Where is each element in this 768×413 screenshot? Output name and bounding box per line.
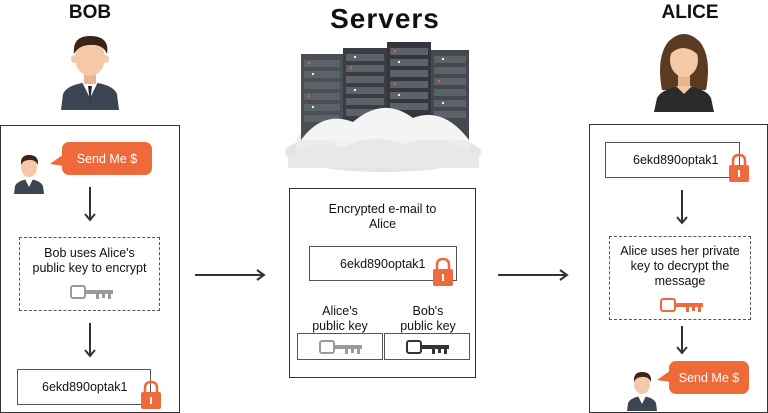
bob-key-label-line1: Bob's (412, 304, 444, 318)
bob-message-text: Send Me $ (76, 151, 138, 166)
arrow-down-icon (84, 187, 96, 222)
bubble-tail-icon (50, 154, 64, 166)
alice-private-key-icon (660, 298, 703, 312)
server-title-line2: Alice (368, 217, 397, 231)
bob-title: BOB (68, 2, 112, 23)
alice-avatar-icon (654, 34, 714, 112)
bob-small-avatar-icon (14, 155, 44, 194)
alice-received-message-bubble: Send Me $ (669, 361, 749, 394)
alice-received-message-text: Send Me $ (678, 370, 740, 385)
alice-public-key-box (297, 333, 383, 360)
arrow-down-icon (676, 326, 688, 355)
server-title-line1: Encrypted e-mail to (328, 202, 437, 216)
server-cipher-box: 6ekd890optak1 (309, 246, 457, 281)
bob-message-bubble: Send Me $ (62, 142, 152, 175)
bob-avatar-icon (61, 36, 119, 110)
arrow-down-icon (84, 323, 96, 358)
lock-icon (433, 257, 453, 286)
encrypt-text-line2: public key to encrypt (32, 261, 147, 275)
arrow-right-icon (498, 269, 569, 281)
bubble-tail-icon (657, 370, 671, 382)
arrow-down-icon (676, 190, 688, 225)
alice-public-key-icon (70, 285, 113, 299)
server-cipher-text: 6ekd890optak1 (340, 257, 426, 271)
bob-public-key-box (384, 333, 470, 360)
alice-key-label-line2: public key (312, 319, 368, 333)
encrypt-step-box: Bob uses Alice's public key to encrypt (19, 237, 160, 311)
lock-icon (729, 153, 749, 182)
encrypt-text-line1: Bob uses Alice's (44, 246, 135, 260)
decrypt-step-box: Alice uses her private key to decrypt th… (609, 236, 751, 320)
bob-cipher-text: 6ekd890optak1 (42, 380, 128, 394)
decrypt-text-line2: key to decrypt the (630, 259, 730, 273)
bob-cipher-box: 6ekd890optak1 (17, 369, 151, 405)
alice-title: ALICE (661, 2, 719, 23)
servers-title: Servers (330, 3, 440, 34)
decrypt-text-line3: message (654, 274, 706, 288)
servers-illustration-icon (285, 42, 481, 172)
alice-cipher-text: 6ekd890optak1 (633, 153, 719, 167)
alice-key-label-line1: Alice's (322, 304, 358, 318)
lock-icon (141, 380, 161, 409)
bob-small-avatar-icon (627, 372, 657, 411)
alice-cipher-box: 6ekd890optak1 (605, 142, 740, 178)
arrow-right-icon (195, 269, 266, 281)
alice-public-key-icon (319, 340, 362, 354)
decrypt-text-line1: Alice uses her private (620, 244, 740, 258)
bob-public-key-icon (406, 340, 449, 354)
bob-key-label-line2: public key (400, 319, 456, 333)
